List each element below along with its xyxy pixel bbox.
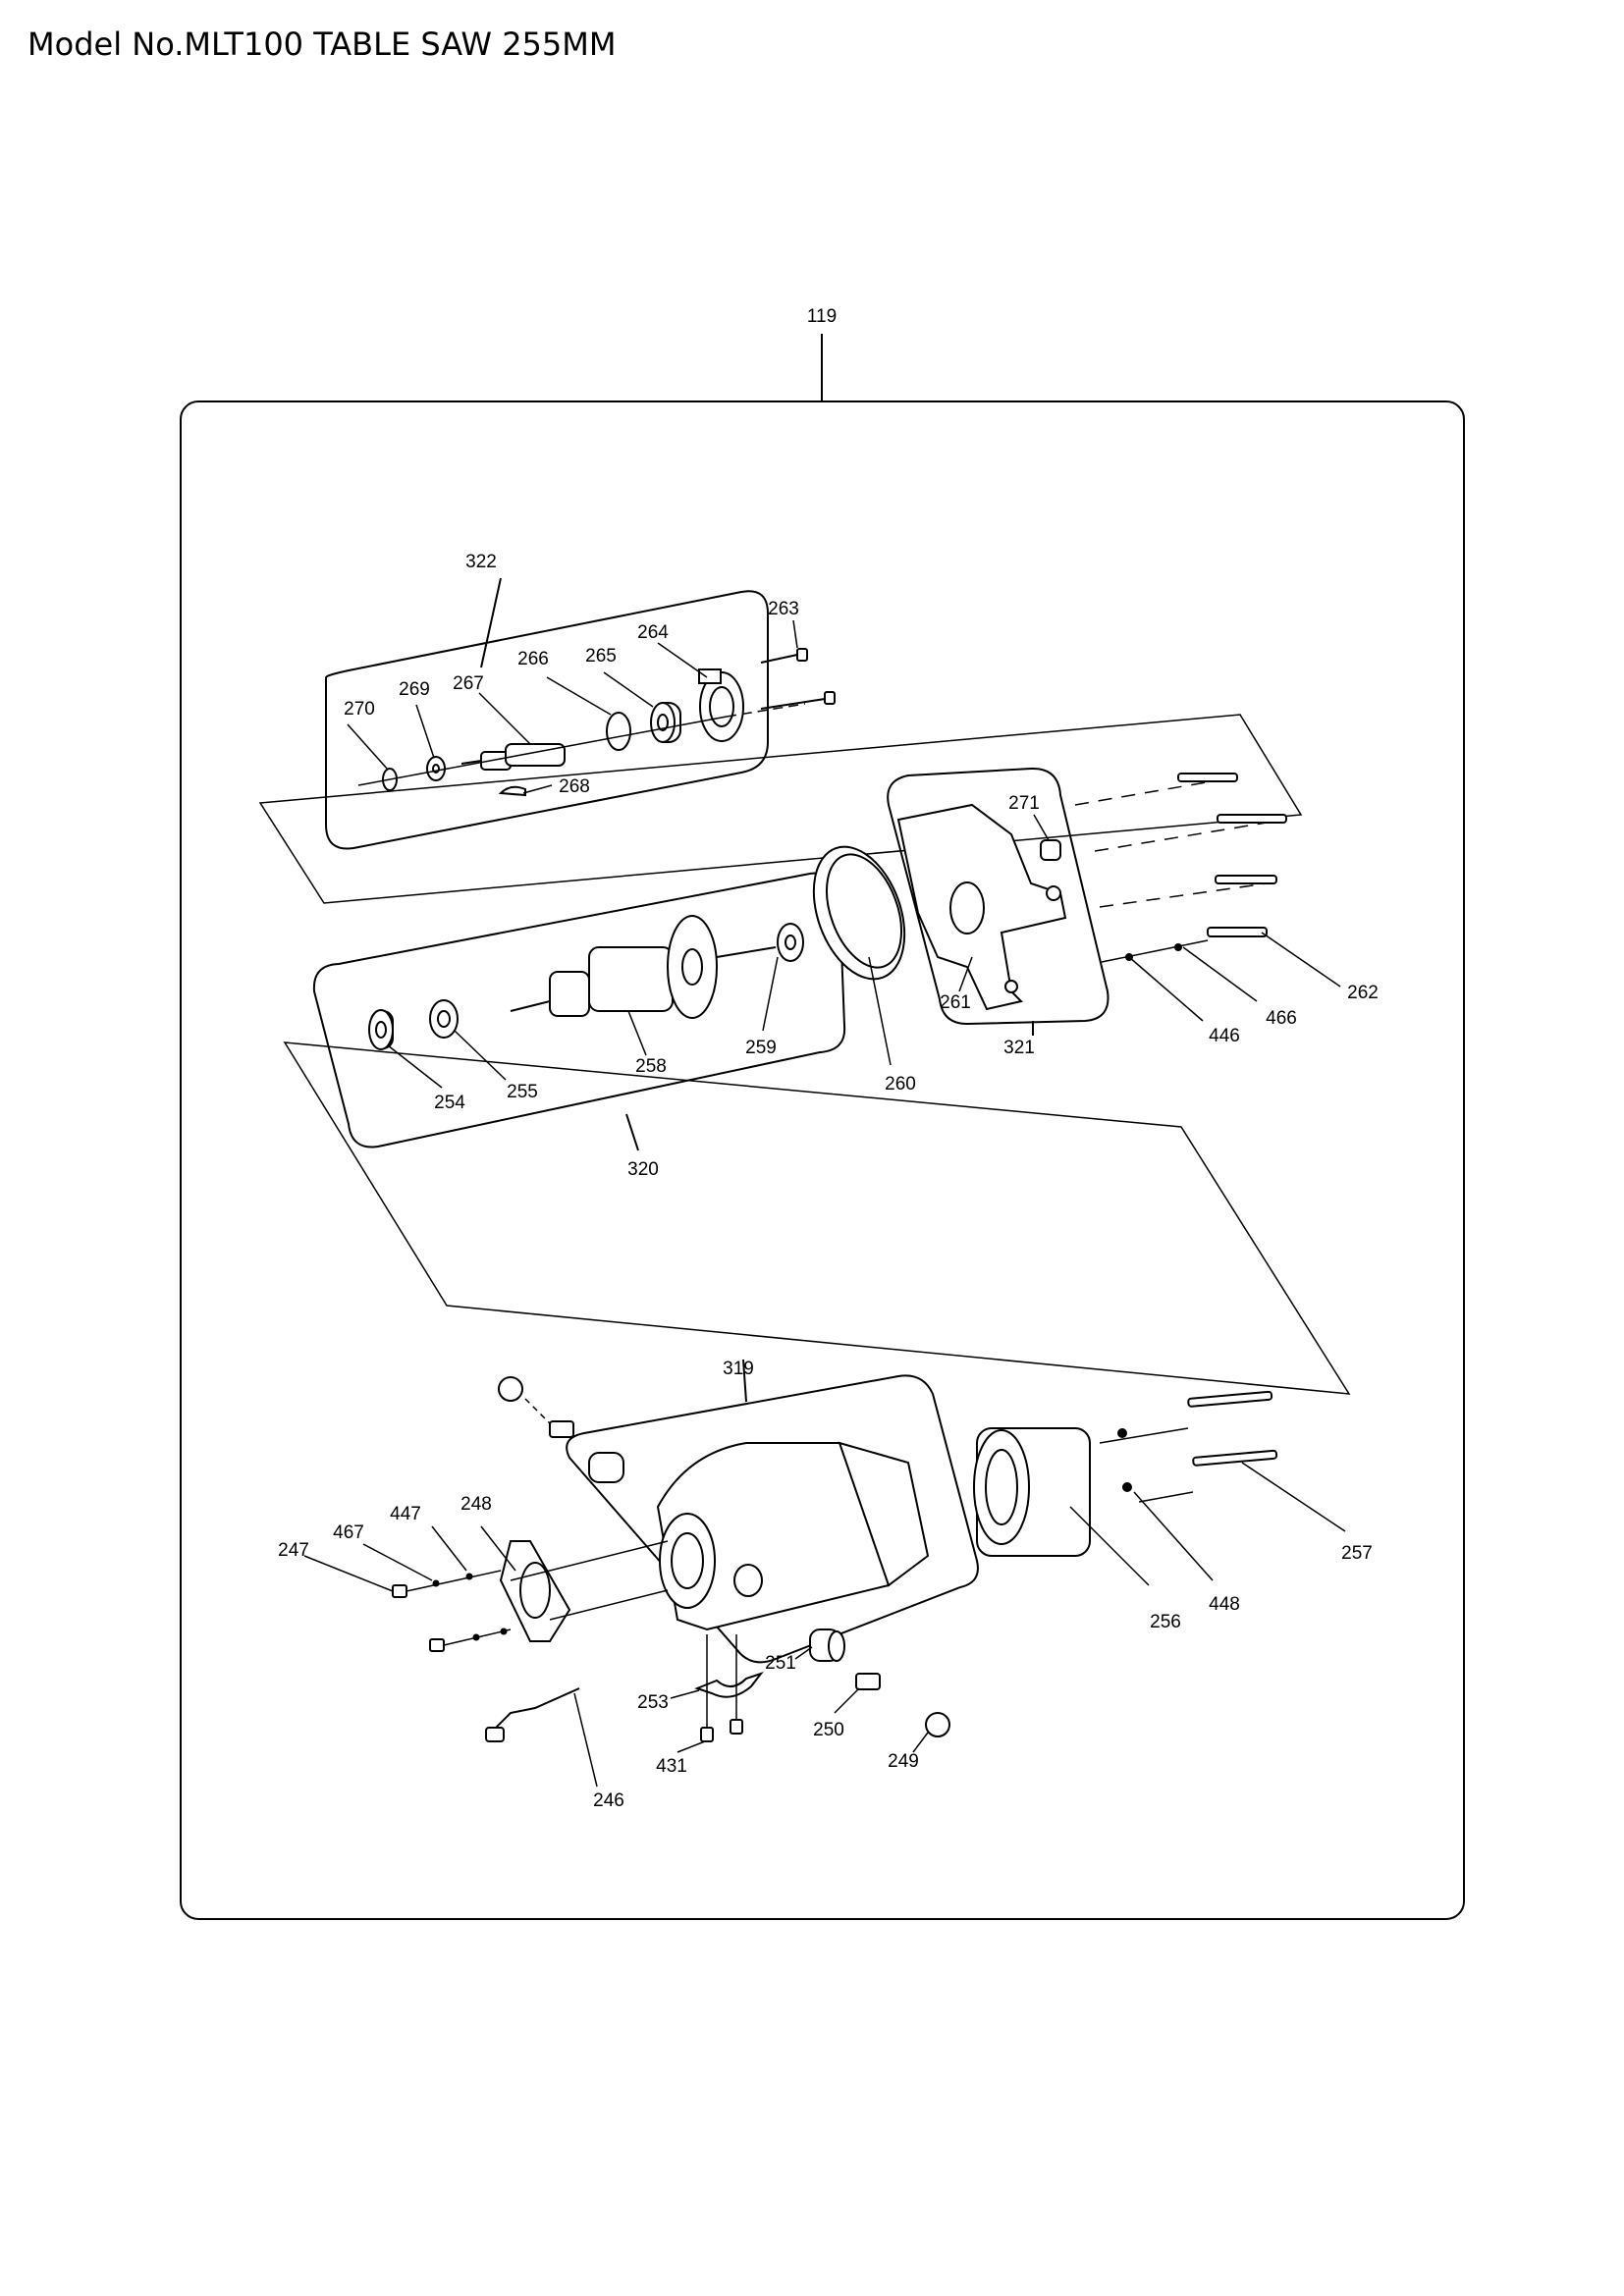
label-321: 321	[1003, 1038, 1035, 1058]
label-256: 256	[1150, 1612, 1181, 1632]
part-258-armature	[510, 915, 777, 1019]
group-320	[312, 872, 846, 1151]
label-255: 255	[507, 1082, 538, 1102]
label-322: 322	[465, 552, 497, 572]
label-261: 261	[940, 992, 971, 1013]
label-246: 246	[593, 1790, 624, 1811]
label-259: 259	[745, 1038, 777, 1058]
part-431-screws	[700, 1634, 743, 1742]
label-268: 268	[559, 776, 590, 797]
part-254-bearing	[368, 1009, 394, 1050]
label-267: 267	[453, 673, 484, 694]
part-246-power-cord	[485, 1687, 580, 1742]
label-260: 260	[885, 1074, 916, 1095]
label-263: 263	[768, 599, 799, 619]
label-271: 271	[1008, 793, 1040, 814]
part-251-brush-holder	[809, 1629, 845, 1662]
label-250: 250	[813, 1720, 844, 1740]
part-260-cover-ring	[812, 845, 906, 981]
label-319: 319	[723, 1359, 754, 1379]
label-257: 257	[1341, 1543, 1373, 1564]
part-263-screws	[726, 648, 836, 718]
part-268-key	[498, 785, 526, 797]
part-248-end-plate	[499, 1540, 571, 1642]
part-262-bolts	[1074, 773, 1287, 963]
part-253-cord-clamp	[694, 1672, 764, 1698]
label-269: 269	[399, 679, 430, 700]
group-319	[566, 1359, 979, 1664]
label-448: 448	[1209, 1594, 1240, 1615]
part-247-screws	[392, 1570, 512, 1652]
label-265: 265	[585, 646, 617, 667]
part-267-shaft	[460, 743, 566, 771]
label-320: 320	[627, 1159, 659, 1180]
label-247: 247	[278, 1540, 309, 1561]
part-257-bolts	[1099, 1390, 1278, 1503]
page-title: Model No.MLT100 TABLE SAW 255MM	[27, 26, 617, 63]
part-256-stator	[973, 1427, 1091, 1557]
label-119: 119	[807, 306, 837, 327]
label-431: 431	[656, 1756, 687, 1777]
label-249: 249	[888, 1751, 919, 1772]
part-brush-upper	[498, 1376, 624, 1483]
part-259-bearing	[777, 923, 804, 962]
part-255-bearing	[429, 999, 459, 1039]
label-262: 262	[1347, 983, 1379, 1003]
part-264-flange	[698, 668, 744, 742]
middle-plane-outline	[283, 1041, 1351, 1395]
group-321	[887, 767, 1110, 1036]
label-467: 467	[333, 1522, 364, 1543]
label-447: 447	[390, 1504, 421, 1524]
part-271-bushing	[1040, 839, 1061, 861]
part-250-brush	[855, 1673, 881, 1690]
part-249-cap	[925, 1712, 950, 1737]
label-446: 446	[1209, 1026, 1240, 1046]
part-261-housing	[896, 803, 1067, 1011]
assembly-frame-119	[180, 334, 1465, 1920]
label-248: 248	[460, 1494, 492, 1515]
group-322	[325, 577, 769, 850]
label-264: 264	[637, 622, 669, 643]
part-labels: 119 322 263 264 265 266 267 269 270 268 …	[278, 306, 1379, 1811]
part-266-oring	[606, 712, 631, 751]
part-265-bearing	[650, 702, 681, 743]
label-270: 270	[344, 699, 375, 720]
label-466: 466	[1266, 1008, 1297, 1029]
label-266: 266	[517, 649, 549, 669]
label-254: 254	[434, 1093, 465, 1113]
part-319-motor-housing	[656, 1441, 930, 1631]
upper-plane-outline	[258, 714, 1303, 904]
label-251: 251	[765, 1653, 796, 1674]
label-253: 253	[637, 1692, 669, 1713]
leader-lines	[303, 619, 1346, 1788]
label-258: 258	[635, 1056, 667, 1077]
